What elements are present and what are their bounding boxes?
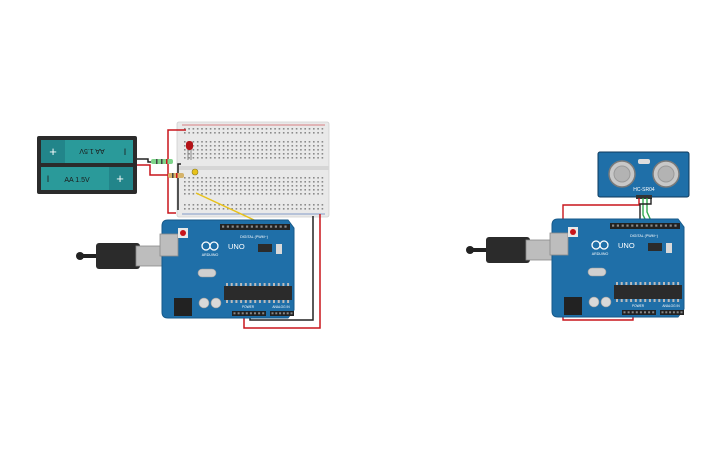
- wire-red-battery[interactable]: [137, 164, 170, 176]
- microcontroller-chip: [614, 285, 682, 299]
- power-header: [622, 310, 656, 315]
- capacitor: [210, 297, 222, 309]
- reset-button: [180, 230, 186, 236]
- arduino-uno-left[interactable]: DIGITAL (PWM~) UNO ARDUINO POWER ANALOG IN: [159, 219, 295, 319]
- resistor-2[interactable]: [168, 173, 184, 178]
- breadboard-holes: [184, 128, 324, 210]
- battery-plus-top: +: [49, 144, 57, 159]
- usb-cable-left[interactable]: [76, 243, 163, 269]
- battery-minus-top: I: [124, 147, 127, 157]
- wire-red-breadboard[interactable]: [167, 129, 186, 214]
- digital-header-label: DIGITAL (PWM~): [630, 234, 658, 238]
- usb-socket: [159, 233, 179, 257]
- usb-socket: [549, 232, 569, 256]
- power-jack: [174, 298, 192, 316]
- digital-header: [220, 224, 290, 230]
- ic-small: [258, 244, 272, 252]
- analog-header: [270, 311, 294, 316]
- power-header-label: POWER: [242, 305, 255, 309]
- led-indicators: [666, 243, 672, 253]
- ic-small: [648, 243, 662, 251]
- analog-header-label: ANALOG IN: [272, 305, 290, 309]
- wire-red-5v[interactable]: [243, 214, 321, 329]
- battery-cell-top: + AA 1.5V I: [41, 140, 133, 163]
- led-indicators: [276, 244, 282, 254]
- analog-header-label: ANALOG IN: [662, 304, 680, 308]
- crystal: [587, 267, 607, 277]
- arduino-uno-right[interactable]: DIGITAL (PWM~) UNO ARDUINO POWER ANALOG IN: [549, 218, 685, 318]
- capacitor: [588, 296, 600, 308]
- board-model-label: UNO: [228, 242, 245, 251]
- ultrasonic-sensor[interactable]: HC-SR04: [597, 151, 690, 199]
- digital-header: [610, 223, 680, 229]
- power-header-label: POWER: [632, 304, 645, 308]
- analog-header: [660, 310, 684, 315]
- battery-minus-bottom: I: [47, 174, 50, 184]
- wire-black-breadboard[interactable]: [177, 163, 181, 210]
- battery-cell-bottom: I AA 1.5V +: [41, 167, 133, 190]
- board-model-label: UNO: [618, 241, 635, 250]
- battery-cell-top-label: AA 1.5V: [79, 147, 105, 154]
- resistor[interactable]: [151, 159, 173, 164]
- board-brand-label: ARDUINO: [202, 253, 219, 257]
- usb-cable-right[interactable]: [466, 237, 553, 263]
- battery-plus-bottom: +: [116, 171, 124, 186]
- breadboard[interactable]: [176, 121, 330, 218]
- led-red[interactable]: [186, 141, 193, 160]
- battery-cell-bottom-label: AA 1.5V: [64, 177, 90, 184]
- reset-button: [570, 229, 576, 235]
- microcontroller-chip: [224, 286, 292, 300]
- power-header: [232, 311, 266, 316]
- capacitor: [198, 297, 210, 309]
- capacitor: [600, 296, 612, 308]
- arduino-logo-icon: [209, 241, 219, 251]
- sensor-model-label: HC-SR04: [633, 187, 655, 193]
- arduino-logo-icon: [599, 240, 609, 250]
- crystal: [197, 268, 217, 278]
- button-small[interactable]: [191, 168, 199, 176]
- battery-pack[interactable]: + AA 1.5V I I AA 1.5V +: [37, 136, 137, 194]
- power-jack: [564, 297, 582, 315]
- board-brand-label: ARDUINO: [592, 252, 609, 256]
- digital-header-label: DIGITAL (PWM~): [240, 235, 268, 239]
